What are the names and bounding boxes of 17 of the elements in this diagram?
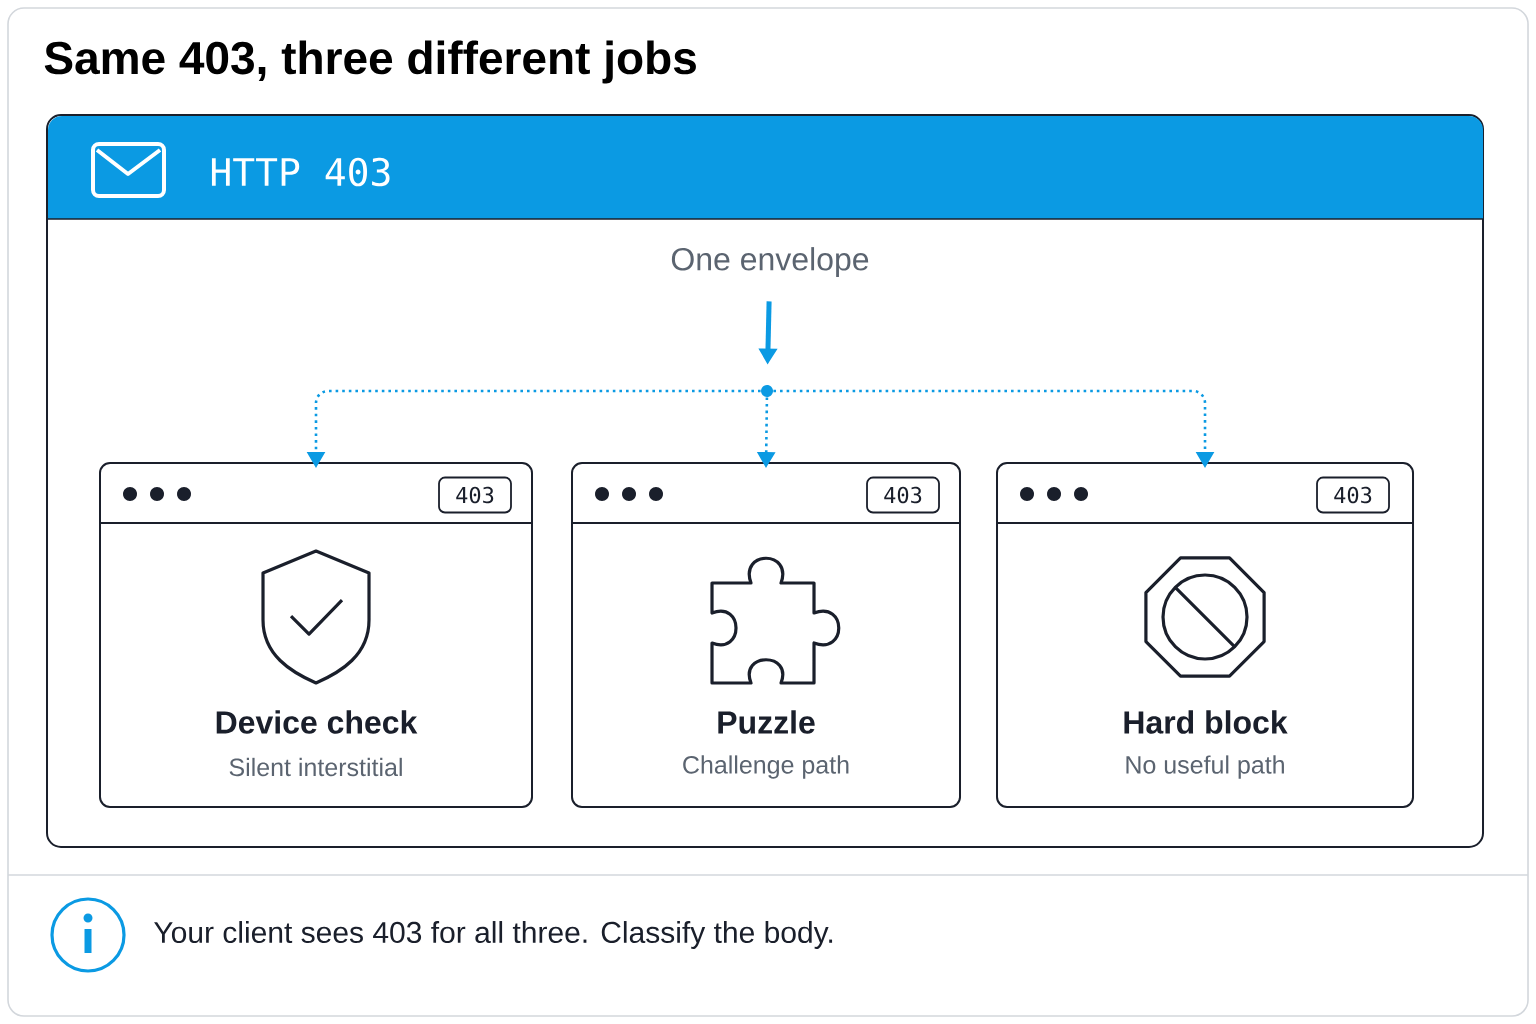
status-badge: 403: [866, 476, 940, 514]
card-subtitle: No useful path: [1126, 755, 1284, 779]
status-badge: 403: [1316, 476, 1390, 514]
card-subtitle: Silent interstitial: [229, 757, 402, 777]
card-title: Hard block: [1124, 710, 1288, 734]
header-text: HTTP 403: [211, 157, 390, 187]
footer-note: Your client sees 403 for all three. Classify the body.: [154, 921, 833, 949]
title: Same 403, three different jobs: [44, 40, 696, 84]
card-subtitle: Challenge path: [683, 755, 849, 779]
card-title: Puzzle: [718, 710, 815, 734]
browser-window: [996, 462, 1414, 808]
browser-window: [99, 462, 534, 808]
browser-window: [571, 462, 961, 808]
caption-text: One envelope: [671, 247, 869, 277]
card-title: Device check: [216, 710, 418, 734]
panel: [46, 114, 1485, 848]
status-badge: 403: [438, 476, 512, 514]
